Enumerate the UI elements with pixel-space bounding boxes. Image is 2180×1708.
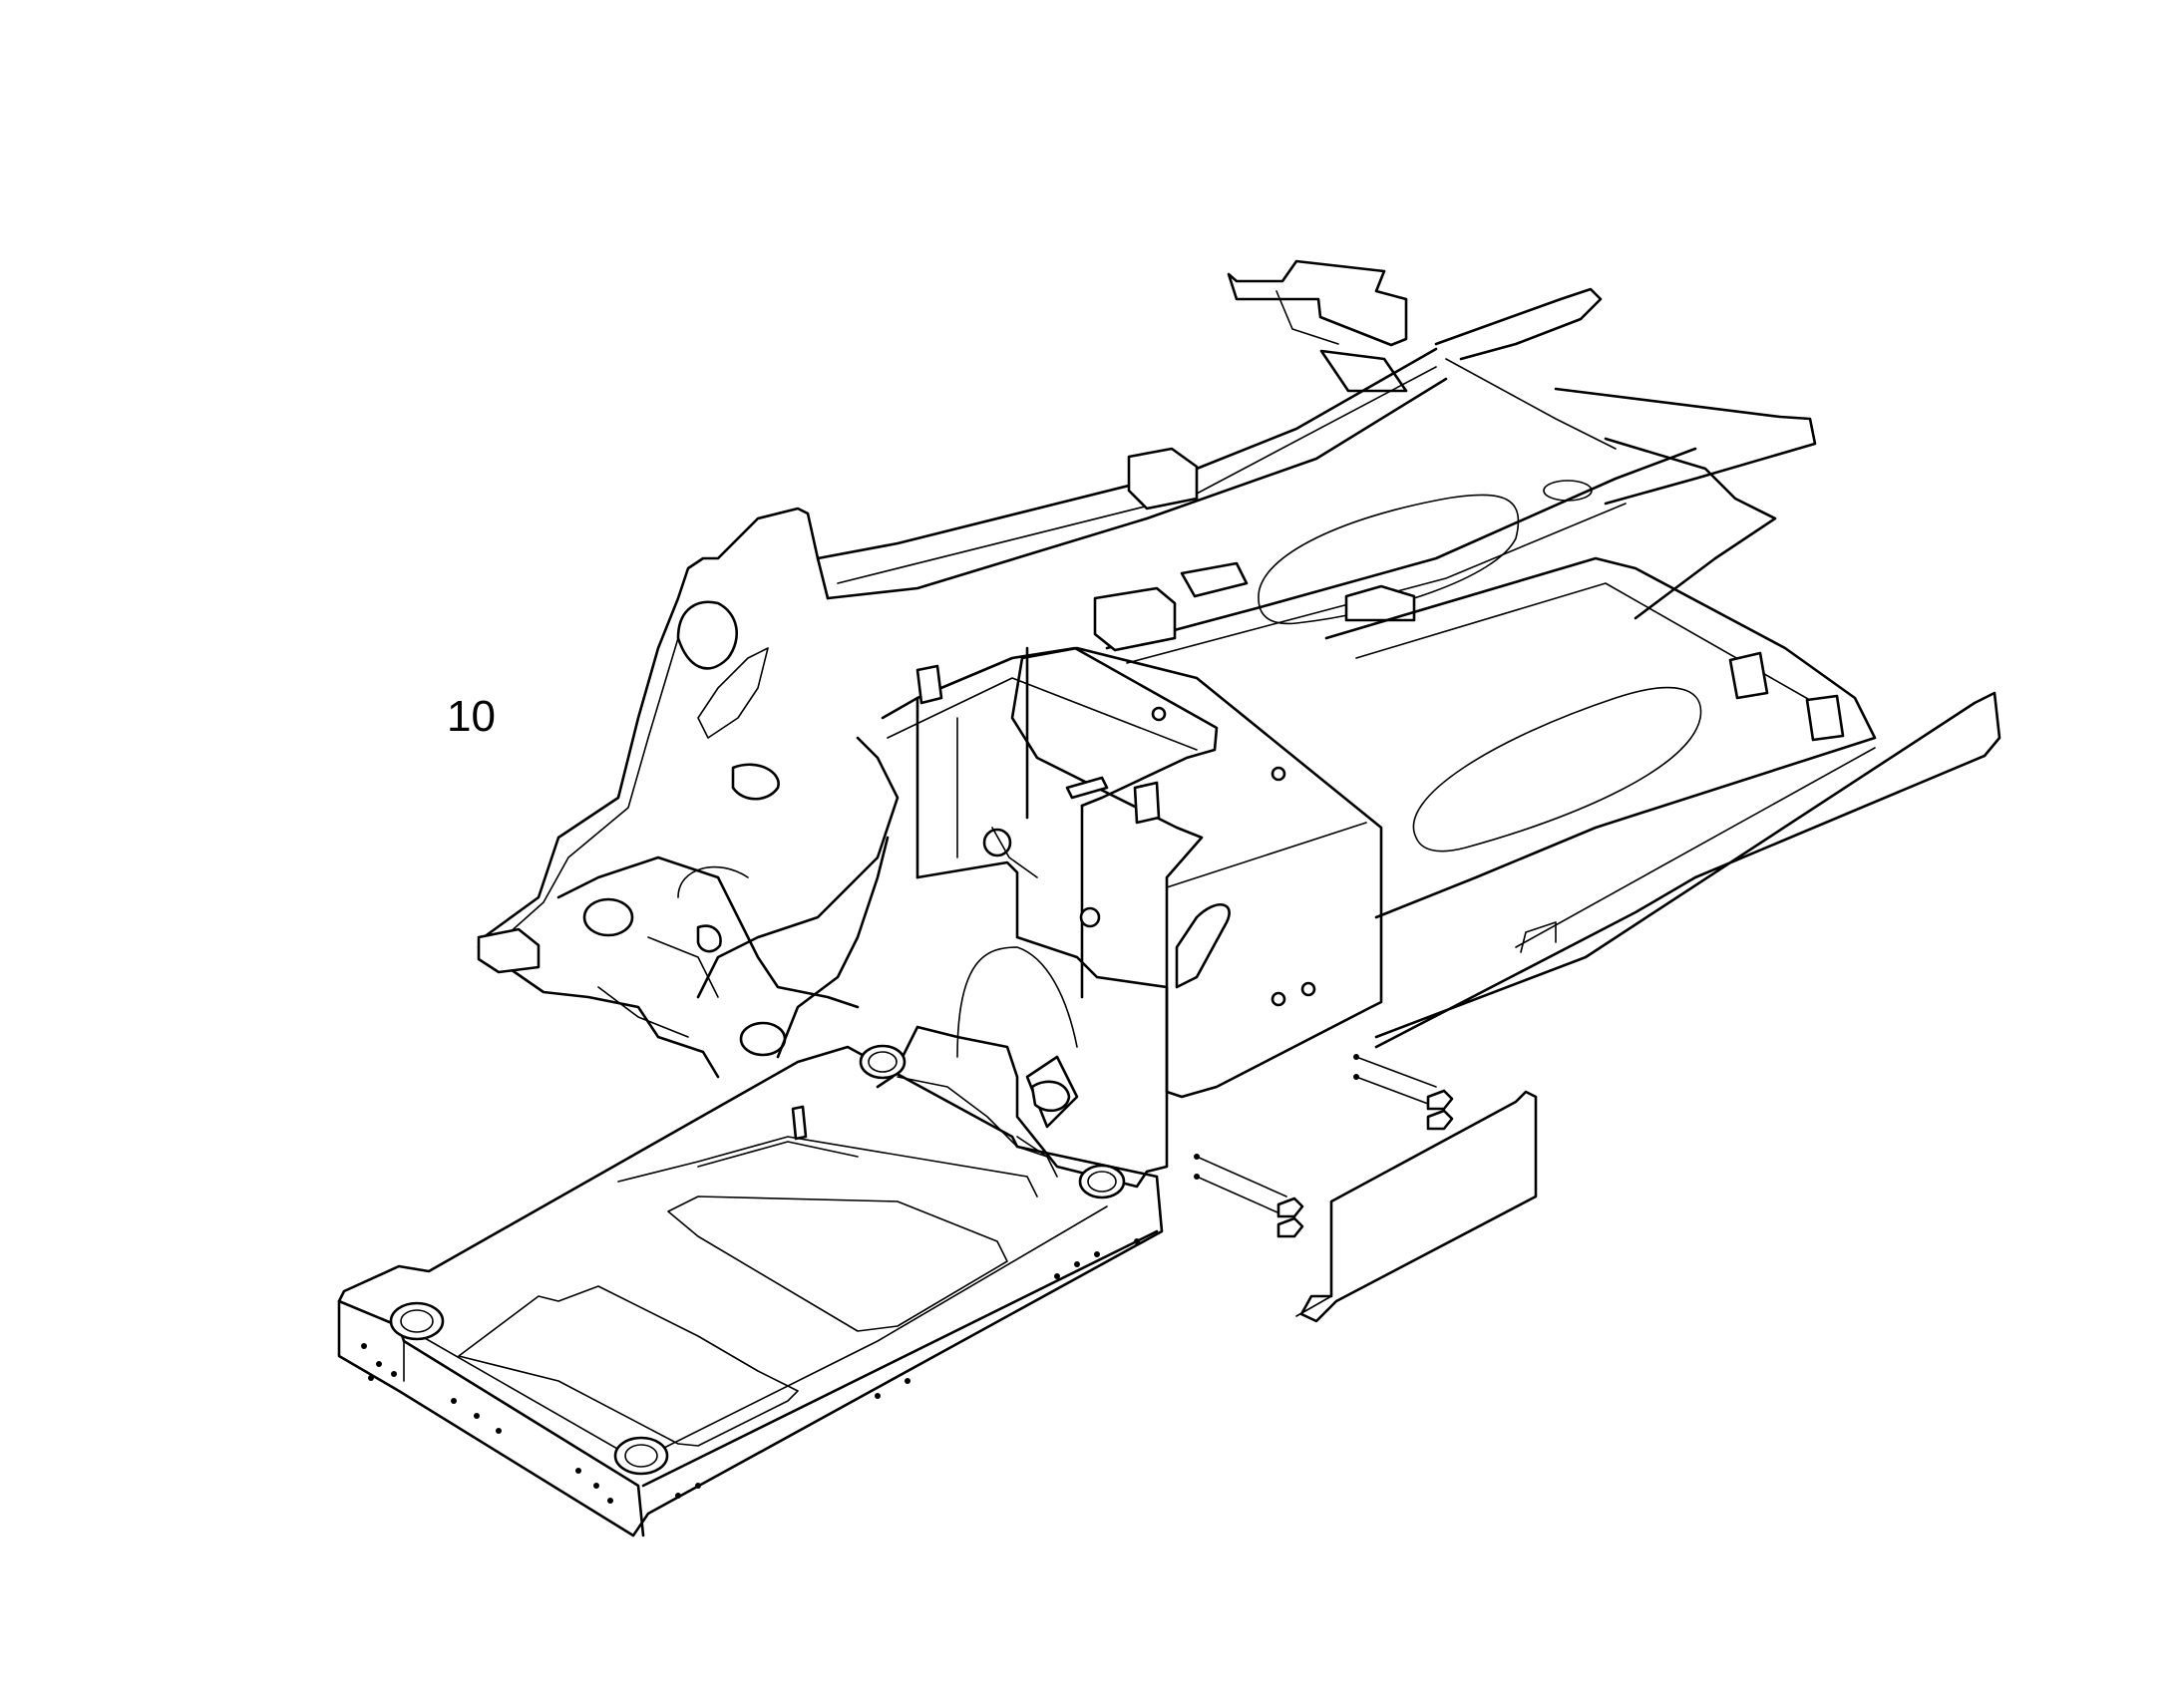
center-cab-frame xyxy=(876,646,1383,1189)
side-guard-plate xyxy=(1194,1054,1538,1323)
rear-frame xyxy=(816,259,2001,1049)
callout-label: 10 xyxy=(447,692,496,741)
frame-bolt-holes xyxy=(361,1238,1140,1504)
loader-tower xyxy=(477,507,900,1079)
front-chassis-frame xyxy=(337,1044,1164,1537)
